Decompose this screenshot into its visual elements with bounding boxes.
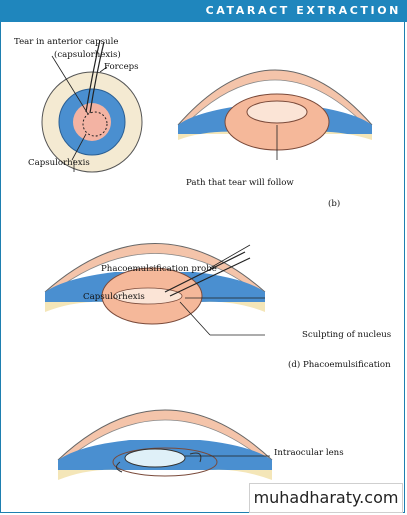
watermark: muhadharaty.com <box>249 483 403 513</box>
leader-capsulorhexis-a <box>71 133 87 161</box>
label-tear-sub: (capsulorhexis) <box>54 50 121 60</box>
label-path: Path that tear will follow <box>186 178 294 188</box>
label-b: (b) <box>328 199 341 209</box>
pupil-lens <box>73 103 111 141</box>
cross-section-d <box>44 243 266 336</box>
capsulorhexis-path <box>82 111 108 137</box>
label-sculpting: Sculpting of nucleus <box>302 330 392 340</box>
forceps-arm-2 <box>89 41 105 114</box>
label-forceps: Forceps <box>104 62 139 72</box>
title-banner: CATARACT EXTRACTION <box>0 0 407 22</box>
leader-forceps <box>99 66 108 73</box>
front-view-eye <box>41 39 143 173</box>
cross-section-b <box>177 69 373 160</box>
page-title: CATARACT EXTRACTION <box>205 4 401 17</box>
forceps-arm-1 <box>85 39 101 113</box>
label-tear: Tear in anterior capsule <box>14 37 119 47</box>
label-d: (d) Phacoemulsification <box>288 360 391 370</box>
label-capsulorhexis-top: Capsulorhexis <box>28 158 90 168</box>
leader-tear <box>51 55 89 115</box>
label-capsulorhexis-mid: Capsulorhexis <box>83 292 145 302</box>
label-iol: Intraocular lens <box>274 448 344 458</box>
label-probe: Phacoemulsification probe <box>101 264 217 274</box>
cross-section-f <box>57 409 273 480</box>
